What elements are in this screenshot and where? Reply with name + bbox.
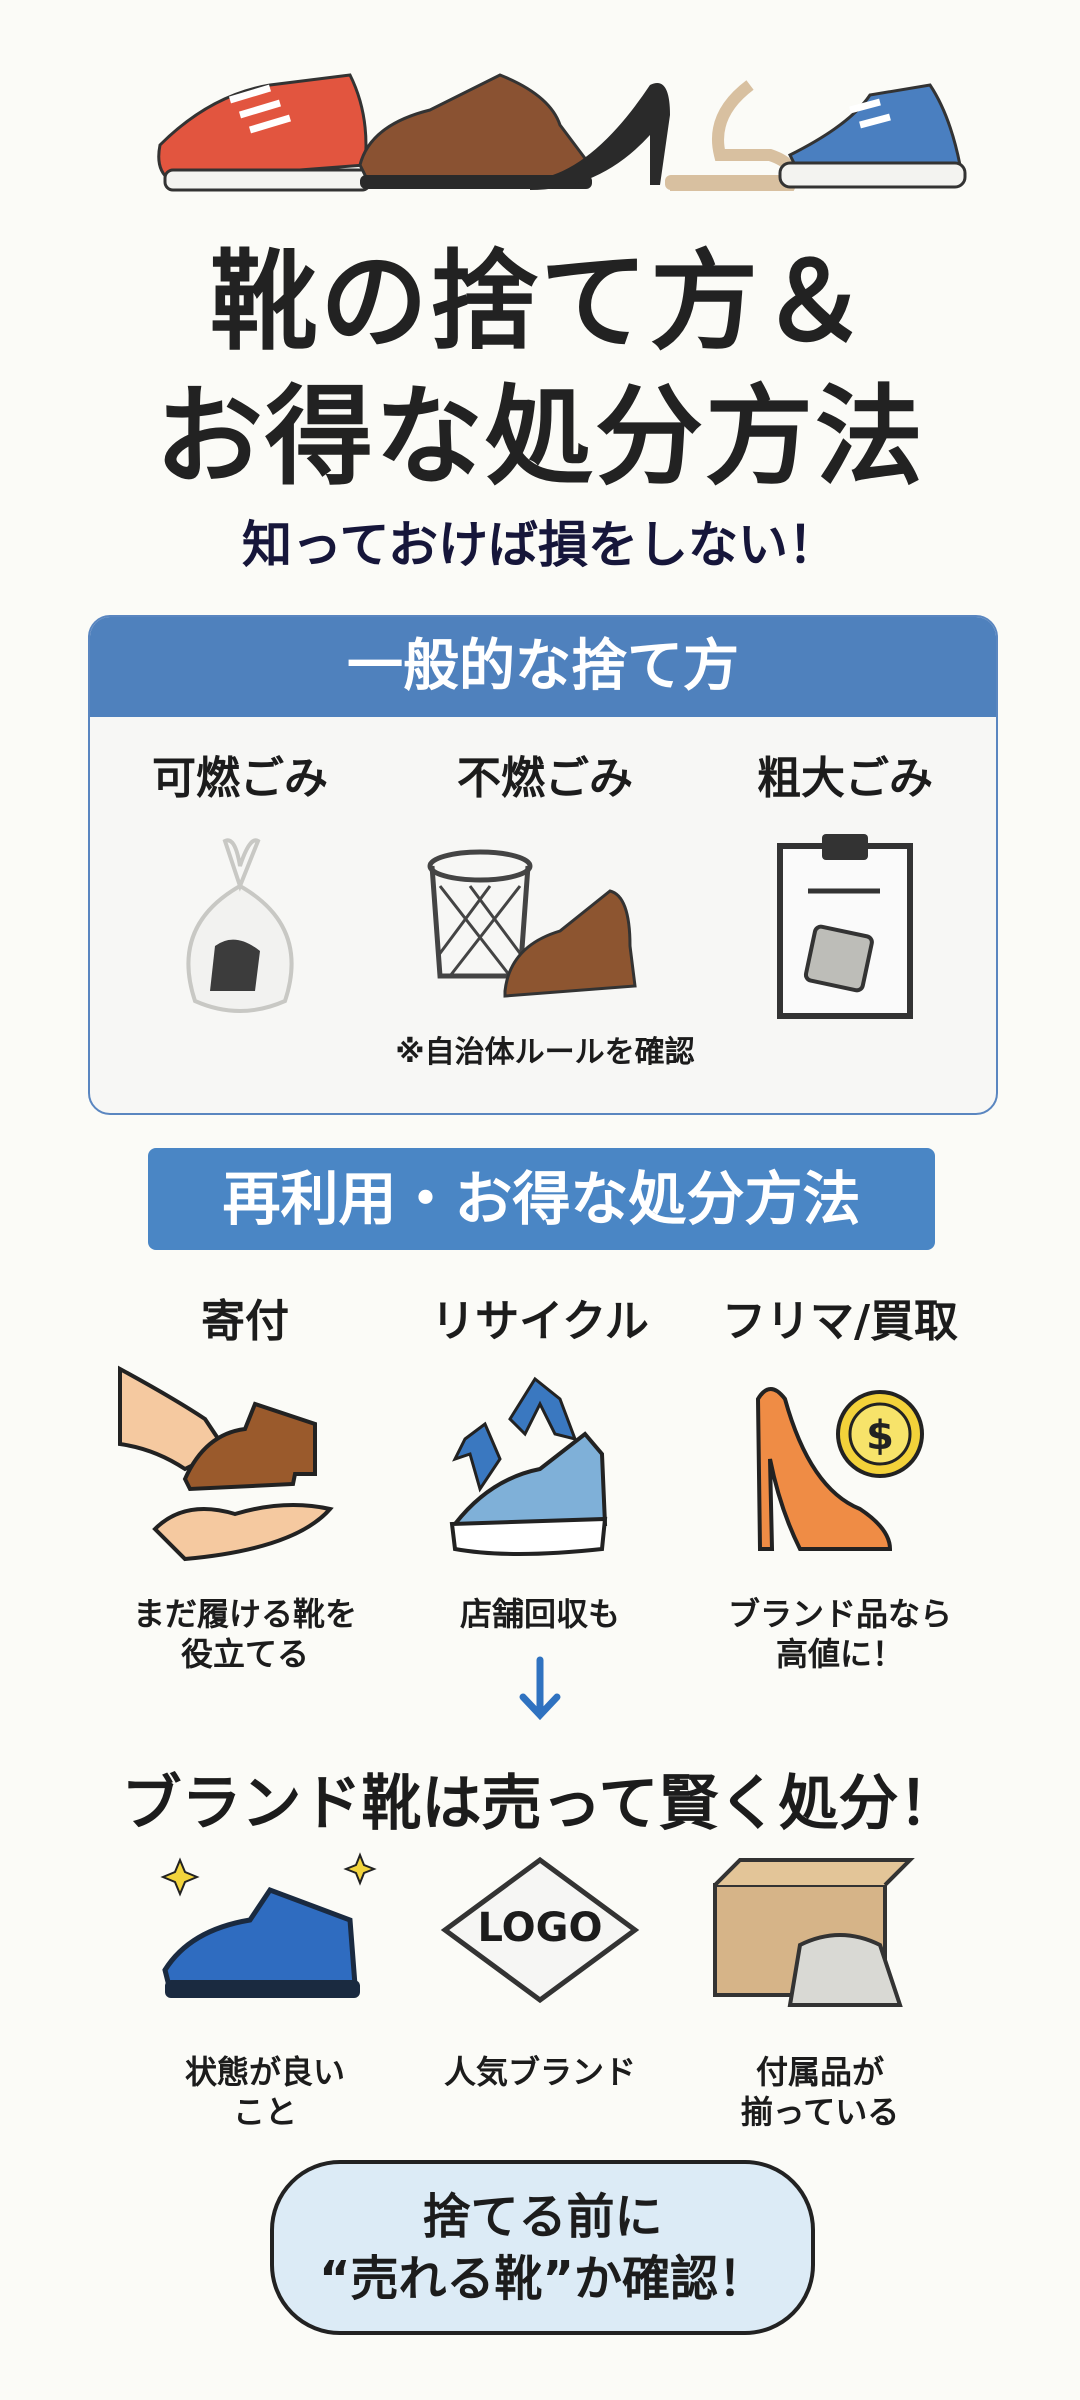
accessories-item: 付属品が 揃っている	[700, 1850, 940, 2132]
callout-line2: “売れる靴”か確認！	[318, 2251, 767, 2307]
accessories-caption-1: 付属品が	[755, 2053, 884, 2091]
brown-shoe-icon	[358, 73, 592, 189]
flea-market-caption-2: 高値に！	[775, 1635, 904, 1673]
brand-heading: ブランド靴は売って賢く処分！	[121, 1769, 959, 1839]
oversized-item: 粗大ごみ	[710, 742, 980, 1026]
box-bag-icon	[713, 1858, 915, 2007]
check-before-discard-callout: 捨てる前に “売れる靴”か確認！	[270, 2160, 815, 2335]
flea-market-item: フリマ/買取 $ ブランド品なら 高値に！	[690, 1285, 990, 1674]
trash-bag-icon	[186, 838, 294, 1013]
recycle-sneaker-icon	[449, 1376, 608, 1556]
good-condition-caption-2: こと	[232, 2093, 297, 2131]
red-sneaker-icon	[157, 73, 372, 192]
burnable-item: 可燃ごみ	[110, 742, 370, 1026]
black-heel-icon	[530, 83, 670, 190]
popular-brand-item: LOGO 人気ブランド	[425, 1850, 655, 2092]
popular-brand-caption-1: 人気ブランド	[443, 2053, 636, 2091]
nonburnable-label: 不燃ごみ	[457, 753, 633, 804]
hands-shoe-icon	[118, 1365, 334, 1562]
blue-sneaker-icon	[778, 83, 967, 189]
donation-caption-1: まだ履ける靴を	[132, 1595, 357, 1633]
page-title-line2: お得な処分方法	[154, 375, 925, 500]
logo-icon	[440, 1856, 640, 2004]
recycle-label: リサイクル	[431, 1296, 649, 1347]
svg-text:$: $	[866, 1413, 894, 1459]
waste-bin-shoe-icon	[427, 849, 637, 998]
burnable-label: 可燃ごみ	[152, 753, 328, 804]
general-disposal-heading: 一般的な捨て方	[90, 617, 996, 717]
municipal-rule-note: ※自治体ルールを確認	[395, 1035, 695, 1070]
donation-label: 寄付	[201, 1296, 289, 1347]
clipboard-icon	[777, 834, 913, 1019]
accessories-caption-2: 揃っている	[740, 2093, 900, 2131]
recycle-item: リサイクル 店舗回収も	[390, 1285, 690, 1634]
flea-market-caption-1: ブランド品なら	[727, 1595, 952, 1633]
shiny-loafer-icon	[160, 1852, 377, 1998]
subtitle: 知っておけば損をしない！	[242, 516, 838, 574]
callout-line1: 捨てる前に	[422, 2189, 663, 2245]
flea-market-label: フリマ/買取	[721, 1296, 959, 1347]
reuse-heading-banner: 再利用・お得な処分方法	[148, 1148, 935, 1250]
donation-item: 寄付 まだ履ける靴を 役立てる	[95, 1285, 395, 1674]
logo-text: LOGO	[477, 1905, 603, 1951]
beige-sandal-icon	[665, 80, 799, 191]
arrow-down-icon	[519, 1656, 561, 1721]
oversized-label: 粗大ごみ	[757, 753, 933, 804]
page-title-line1: 靴の捨て方＆	[209, 240, 870, 365]
recycle-caption-1: 店舗回収も	[459, 1595, 620, 1633]
donation-caption-2: 役立てる	[180, 1635, 309, 1673]
general-disposal-panel: 一般的な捨て方 可燃ごみ 不燃ごみ 粗大ごみ ※自治体ルールを確認	[88, 615, 998, 1115]
nonburnable-item: 不燃ごみ	[410, 742, 680, 1026]
heel-coin-icon: $	[755, 1387, 924, 1551]
shoes-illustration	[157, 73, 967, 192]
good-condition-caption-1: 状態が良い	[184, 2053, 345, 2091]
good-condition-item: 状態が良い こと	[150, 1850, 380, 2132]
